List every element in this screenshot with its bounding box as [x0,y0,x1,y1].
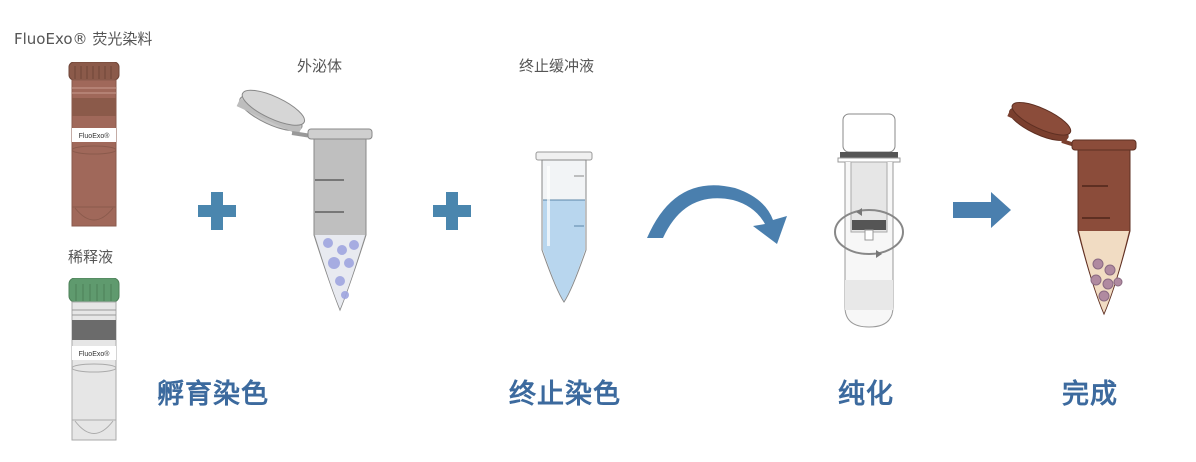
dye-label: FluoExo® 荧光染料 [14,30,153,48]
step-stop-stain: 终止染色 [509,379,621,410]
purification-column [830,112,912,332]
right-arrow-icon [953,192,1013,228]
step-incubate-stain: 孵育染色 [157,379,269,410]
diluent-label: 稀释液 [68,248,114,266]
dye-vial: FluoExo® [67,62,123,228]
plus-icon [198,192,236,230]
curved-arrow-icon [645,178,795,248]
stop-buffer-tube [528,150,596,306]
exosome-tube [230,85,380,315]
step-purify: 纯化 [838,379,894,410]
exosome-label: 外泌体 [297,57,343,75]
svg-text:FluoExo®: FluoExo® [79,350,111,358]
plus-icon [433,192,471,230]
diluent-vial: FluoExo® [67,278,123,444]
step-complete: 完成 [1062,379,1118,410]
stop-buffer-label: 终止缓冲液 [519,57,595,75]
done-tube [1000,96,1140,326]
svg-text:FluoExo®: FluoExo® [79,132,111,140]
